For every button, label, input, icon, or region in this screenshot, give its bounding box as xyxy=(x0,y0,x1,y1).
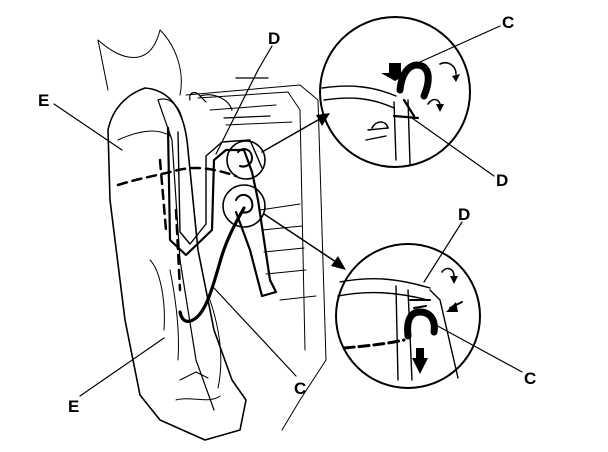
callout-c-bottom: C xyxy=(294,379,306,398)
rotate-arrowhead-top-mid xyxy=(436,104,444,112)
rod-top xyxy=(321,85,397,109)
harness-dashed-run-2 xyxy=(158,158,182,292)
seat-back-frame xyxy=(107,87,247,441)
push-arrow-bottom xyxy=(412,348,428,374)
leader-e-lower xyxy=(79,337,165,397)
arrowhead-top xyxy=(316,113,330,126)
clip-lower xyxy=(235,194,254,214)
callout-e-upper: E xyxy=(38,91,49,110)
headrest-guide xyxy=(189,77,271,119)
clip-tail-top xyxy=(392,98,420,120)
leader-d-lower xyxy=(423,221,463,283)
callout-c-top-right: C xyxy=(502,13,514,32)
clip-upper xyxy=(237,148,253,168)
harness-dashed-bottom xyxy=(342,338,406,350)
seat-frame-rod-inner xyxy=(177,131,263,245)
small-bracket-top xyxy=(371,121,389,129)
leader-to-top-detail xyxy=(261,119,319,153)
leader-d-right xyxy=(411,117,495,177)
bracket-top xyxy=(365,99,411,165)
leader-c-top-right xyxy=(419,25,501,63)
lower-rail xyxy=(259,203,317,301)
callout-leaders xyxy=(53,25,523,397)
push-arrow-top xyxy=(381,63,409,81)
rotate-arrowhead-top-right xyxy=(452,74,460,82)
leader-e-upper xyxy=(53,103,123,151)
seat-back-assembly xyxy=(97,29,327,441)
rotate-arrow-top-right xyxy=(439,61,457,75)
leader-to-bottom-detail xyxy=(263,213,337,263)
magnifier-circle-top xyxy=(319,16,471,168)
callout-d-lower: D xyxy=(458,205,470,224)
seat-back-bevel xyxy=(157,98,215,411)
base-outline xyxy=(175,371,221,401)
detail-circle-lower xyxy=(222,184,266,228)
clip-hook-top xyxy=(396,61,432,100)
magnified-detail-top xyxy=(319,16,471,168)
rear-panel-outline xyxy=(97,29,327,431)
leader-c-bottom xyxy=(213,287,297,377)
harness-cable xyxy=(178,206,246,323)
rotate-arrow-bottom-top xyxy=(441,267,455,277)
leader-lines xyxy=(261,113,346,270)
clip-body-bottom xyxy=(409,299,431,309)
leader-c-bottom-right xyxy=(433,323,523,373)
rod-bottom xyxy=(337,277,431,301)
callout-c-bottom-right: C xyxy=(524,369,536,388)
callout-e-lower: E xyxy=(68,397,79,416)
callout-labels: D C D E E C D C xyxy=(38,13,536,416)
magnifier-circle-bottom xyxy=(335,243,481,389)
magnified-detail-bottom xyxy=(335,243,481,389)
callout-d-top: D xyxy=(268,29,280,48)
rotate-arrow-top-mid xyxy=(427,98,441,105)
cushion-contour xyxy=(117,130,222,389)
clip-hook-bottom xyxy=(404,308,438,340)
callout-d-right: D xyxy=(496,171,508,190)
leader-d-top xyxy=(215,45,273,155)
rotate-arrowhead-bottom-top xyxy=(450,276,458,284)
detail-circle-upper xyxy=(226,140,266,180)
seat-frame-rod xyxy=(166,126,278,298)
rear-panel-inner xyxy=(197,91,306,351)
harness-dashed-run xyxy=(116,166,238,187)
push-arrowhead-side xyxy=(446,302,458,312)
arrowhead-bottom xyxy=(331,256,346,270)
